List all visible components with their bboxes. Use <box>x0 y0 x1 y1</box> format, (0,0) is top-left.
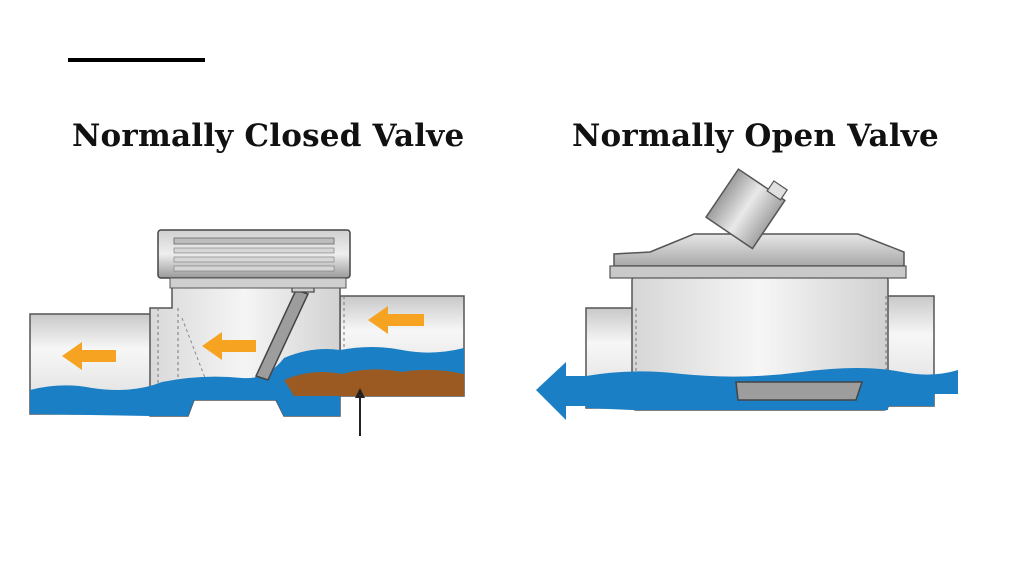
sediment-pointer-icon <box>355 388 365 436</box>
flow-arrow-icon <box>536 362 592 420</box>
valve-flapper <box>735 381 864 401</box>
valve-tower <box>704 168 788 250</box>
normally-open-valve-diagram <box>522 168 1002 458</box>
title-rule <box>68 58 205 62</box>
sediment <box>284 369 464 396</box>
flow-arrow-icon <box>202 332 256 360</box>
normally-closed-valve-title: Normally Closed Valve <box>72 118 465 154</box>
valve-cap <box>157 229 351 289</box>
normally-open-valve-title: Normally Open Valve <box>572 118 939 154</box>
normally-closed-valve-diagram <box>22 168 502 458</box>
water <box>30 347 464 416</box>
flow-arrow-icon <box>62 342 116 370</box>
valve-lid <box>609 233 907 279</box>
flow-arrow-icon <box>368 306 424 334</box>
